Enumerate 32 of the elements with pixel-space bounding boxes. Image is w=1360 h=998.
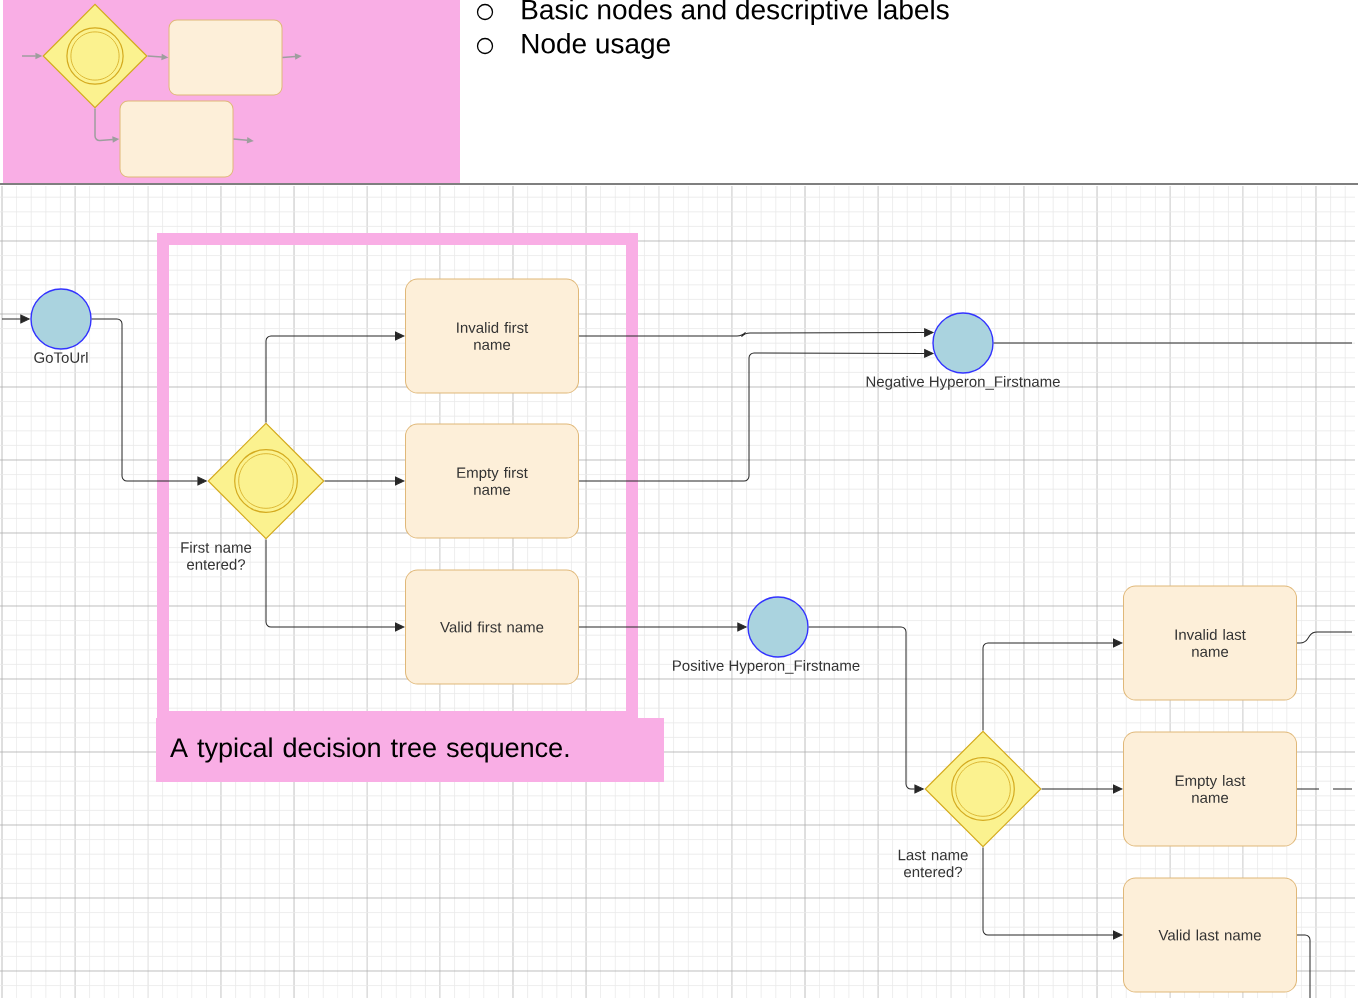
arrow [1, 314, 30, 324]
task-box [168, 19, 283, 96]
arrow [1041, 784, 1123, 794]
connector-line [993, 342, 1353, 344]
task-box: Invalid last name [1123, 585, 1297, 701]
connector-line [1296, 788, 1353, 790]
node-label: A typical decision tree sequence. [170, 737, 569, 763]
task-box: Valid first name [405, 569, 579, 685]
node-label: Last name entered? [898, 849, 968, 878]
arrow [578, 349, 934, 482]
arrow [982, 638, 1123, 731]
arrow [265, 539, 405, 632]
arrow [578, 328, 934, 338]
arrow [91, 318, 207, 486]
bullet-text: Node usage [522, 32, 670, 60]
task-box [119, 100, 234, 178]
node-label: GoToUrl [34, 351, 88, 363]
node-label: First name entered? [181, 541, 252, 570]
task-box: Valid last name [1123, 877, 1297, 993]
arrow [324, 476, 405, 486]
arrow [982, 847, 1123, 940]
node-label: Positive Hyperon_Firstname [673, 659, 860, 674]
arrow [265, 331, 405, 423]
arrow [578, 622, 747, 632]
arrow [808, 626, 924, 794]
connector-line [1296, 934, 1311, 998]
task-box: Empty first name [405, 423, 579, 539]
connector-line [1296, 631, 1353, 644]
gateway-diamond [42, 3, 148, 109]
node-label: Negative Hyperon_Firstname [866, 375, 1060, 390]
task-box: Empty last name [1123, 731, 1297, 847]
task-box: Invalid first name [405, 278, 579, 394]
